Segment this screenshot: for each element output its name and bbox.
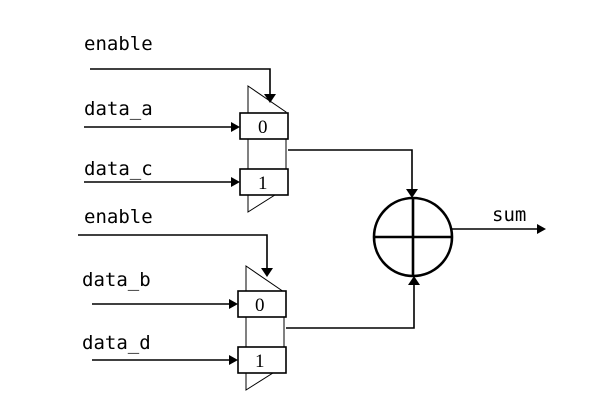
label-data-d: data_d bbox=[82, 332, 151, 354]
arrow-data-b bbox=[229, 299, 238, 309]
mux-top: 0 1 bbox=[239, 85, 289, 213]
arrow-sum bbox=[537, 224, 546, 234]
wire-mux-bottom-out bbox=[286, 284, 415, 329]
label-data-a: data_a bbox=[84, 98, 153, 120]
label-enable-bottom: enable bbox=[84, 206, 153, 228]
label-data-c: data_c bbox=[84, 158, 153, 180]
mux-bottom-port-0-label: 0 bbox=[255, 295, 265, 316]
wire-enable-bottom bbox=[78, 234, 268, 268]
label-sum: sum bbox=[492, 204, 526, 226]
adder bbox=[372, 196, 454, 278]
mux-bottom-port-0-box bbox=[237, 290, 287, 318]
arrow-enable-bottom bbox=[261, 268, 273, 277]
arrow-enable-top bbox=[264, 94, 276, 103]
wire-mux-top-out bbox=[288, 149, 413, 190]
mux-bottom: 0 1 bbox=[237, 265, 287, 391]
label-enable-top: enable bbox=[84, 33, 153, 55]
mux-top-port-0-label: 0 bbox=[258, 117, 268, 138]
arrow-data-a bbox=[231, 122, 240, 132]
arrow-mux-bottom-out bbox=[408, 276, 420, 285]
arrow-data-c bbox=[231, 177, 240, 187]
mux-bottom-port-1-box bbox=[237, 346, 287, 374]
label-data-b: data_b bbox=[82, 269, 151, 291]
mux-bottom-port-1-label: 1 bbox=[255, 351, 265, 372]
mux-top-port-0-box bbox=[239, 112, 289, 140]
arrow-mux-top-out bbox=[406, 189, 418, 198]
arrow-data-d bbox=[229, 355, 238, 365]
wire-enable-top bbox=[90, 68, 271, 96]
mux-top-port-1-label: 1 bbox=[258, 173, 268, 194]
